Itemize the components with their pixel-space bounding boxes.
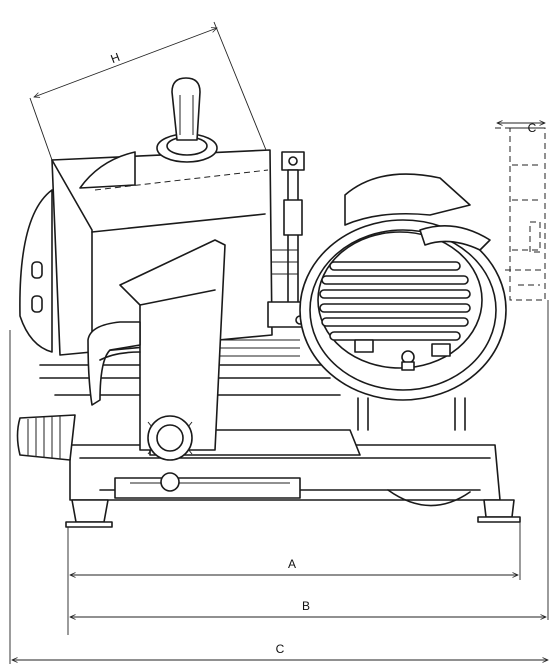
dimension-lines <box>9 21 548 664</box>
carriage-front <box>87 239 226 492</box>
dimension-b-label: B <box>302 599 310 613</box>
dimension-c-label: C <box>276 642 285 656</box>
machine-feet <box>65 499 521 528</box>
pusher-handle[interactable] <box>156 77 218 163</box>
dimension-a-label: A <box>288 557 296 571</box>
blade-assembly <box>299 173 507 431</box>
thickness-knob[interactable] <box>16 414 76 461</box>
dimension-h-label: H <box>109 50 122 66</box>
blade-grille <box>319 261 471 341</box>
lower-blade-arc <box>387 489 471 507</box>
dimension-h-line <box>34 28 217 97</box>
sharpener-outline <box>495 127 546 301</box>
machine-base <box>69 429 501 501</box>
dimension-side-c-label: C <box>528 121 537 135</box>
slicer-machine <box>16 77 546 528</box>
